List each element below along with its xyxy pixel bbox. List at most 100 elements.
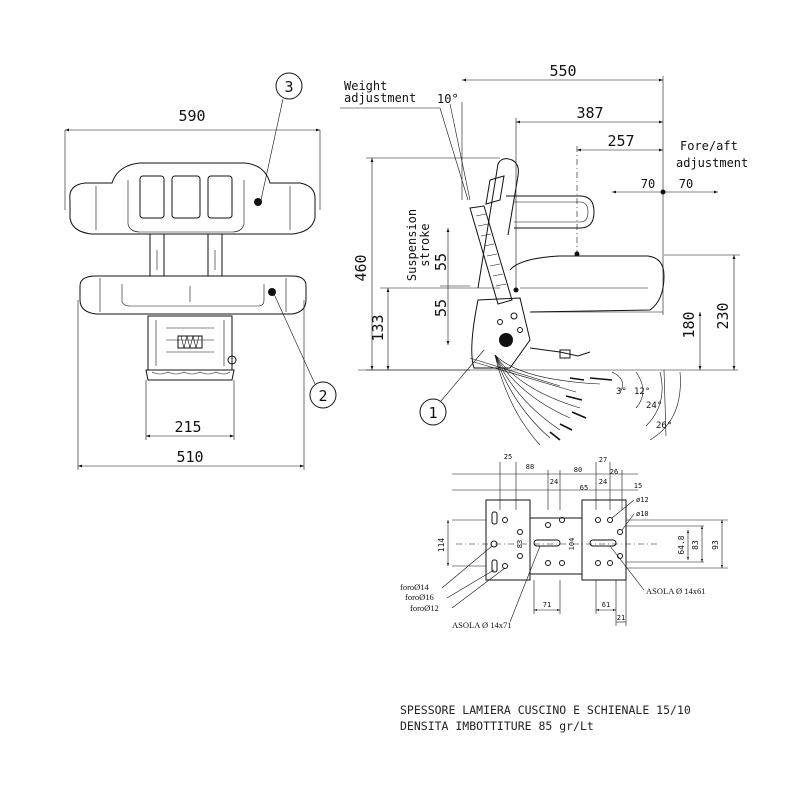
note-line-2: DENSITA IMBOTTITURE 85 gr/Lt xyxy=(400,719,594,733)
angle-arc xyxy=(611,371,623,393)
foro-12-label: foroØ12 xyxy=(410,603,439,613)
hole xyxy=(490,540,498,548)
hole xyxy=(607,560,613,566)
dim-15: 15 xyxy=(634,482,642,490)
fore-aft-origin xyxy=(660,189,666,195)
recline-line xyxy=(494,354,551,439)
lever-knob xyxy=(227,355,237,365)
recline-line xyxy=(494,354,561,431)
recline-line xyxy=(469,357,577,393)
angle-12: 12° xyxy=(634,387,650,397)
leader-line xyxy=(609,545,645,591)
hole xyxy=(595,560,601,566)
stroke-up-label: 55 xyxy=(432,253,450,271)
dim-80: 80 xyxy=(574,466,582,474)
hole xyxy=(559,517,565,523)
hole xyxy=(502,563,508,569)
phi-12-label: ø12 xyxy=(636,496,649,504)
callout-2-circle xyxy=(309,381,337,409)
cushion-seam xyxy=(99,278,287,312)
leader-line xyxy=(260,98,284,201)
weight-dial xyxy=(485,175,505,205)
armrest xyxy=(506,195,595,229)
side-view: Weight adjustment 10° 550 387 257 Fore/a… xyxy=(340,62,748,446)
leader-line xyxy=(441,545,493,589)
dim-93: 93 xyxy=(711,540,720,550)
backrest-pad-center xyxy=(171,175,201,219)
backrest-seam xyxy=(95,186,291,230)
backrest-pad-left xyxy=(139,175,165,219)
backrest-panel xyxy=(127,180,245,233)
seat-cushion-side xyxy=(509,255,665,313)
leader-line xyxy=(451,567,506,609)
rail-wave xyxy=(151,371,231,375)
leader-line xyxy=(273,293,316,385)
angle-arc xyxy=(635,371,644,409)
dim-65: 65 xyxy=(580,484,588,492)
base-hole xyxy=(497,319,503,325)
slot-hole xyxy=(491,511,498,525)
dim-88: 88 xyxy=(526,463,534,471)
notes: SPESSORE LAMIERA CUSCINO E SCHIENALE 15/… xyxy=(400,703,691,733)
handle-position xyxy=(549,395,587,441)
backrest-outline xyxy=(69,162,316,235)
base-plate-view: 25 88 24 80 27 26 24 65 15 xyxy=(400,453,728,630)
asola-slot-left xyxy=(533,539,561,547)
leader-line xyxy=(509,545,541,623)
dim-label-510: 510 xyxy=(176,448,203,466)
suspension-label-1: Suspension xyxy=(405,209,419,281)
backrest-side xyxy=(477,158,519,289)
hole xyxy=(517,553,523,559)
front-view: 590 215 xyxy=(64,72,337,470)
leader-line xyxy=(446,569,495,599)
slide-handle xyxy=(529,347,591,357)
pivot-dot xyxy=(513,287,519,293)
note-line-1: SPESSORE LAMIERA CUSCINO E SCHIENALE 15/… xyxy=(400,703,691,717)
callout-1: 1 xyxy=(428,404,437,422)
suspension-detail xyxy=(155,320,225,366)
dim-label-257: 257 xyxy=(607,132,634,150)
dim-label-387: 387 xyxy=(576,104,603,122)
callout-1-circle xyxy=(419,398,447,426)
base-hole xyxy=(517,327,523,333)
dim-label-590: 590 xyxy=(178,107,205,125)
angle-24: 24° xyxy=(646,401,662,411)
dim-114: 114 xyxy=(437,538,446,553)
callout-3: 3 xyxy=(284,78,293,96)
angle-ref xyxy=(663,369,667,437)
asola-71-label: ASOLA Ø 14x71 xyxy=(452,620,512,630)
hrp-dot xyxy=(574,251,580,257)
hole xyxy=(559,560,565,566)
seat-cushion xyxy=(79,275,307,315)
angle-line xyxy=(449,103,471,201)
foro-16-label: foroØ16 xyxy=(405,592,434,602)
suspension-housing xyxy=(147,315,233,371)
hole xyxy=(545,560,551,566)
base-mechanism xyxy=(471,297,531,369)
suspension-label-2: stroke xyxy=(418,223,432,266)
dim-label-230: 230 xyxy=(714,302,732,329)
recline-line xyxy=(494,354,581,409)
dim-61: 61 xyxy=(602,601,610,609)
slide-handle-grip xyxy=(559,349,571,359)
leader-line xyxy=(621,513,635,531)
backrest-marker-dot xyxy=(254,198,262,206)
dim-label-180: 180 xyxy=(680,311,698,338)
hole xyxy=(595,517,601,523)
handle-position xyxy=(569,377,613,381)
dim-83-right: 83 xyxy=(691,540,700,550)
hole xyxy=(502,517,508,523)
dim-24b: 24 xyxy=(599,478,607,486)
aft-label: 70 xyxy=(679,177,693,191)
spring-coil xyxy=(180,335,200,349)
dim-25: 25 xyxy=(504,453,512,461)
angle-arc xyxy=(645,371,663,427)
callout-2: 2 xyxy=(318,387,327,405)
asola-slot-right xyxy=(589,539,617,547)
recline-line xyxy=(494,354,571,419)
fore-aft-label-2: adjustment xyxy=(676,156,748,170)
leader-line xyxy=(611,499,635,519)
weight-adjustment-label-1: Weight xyxy=(344,79,387,93)
hole xyxy=(617,529,623,535)
